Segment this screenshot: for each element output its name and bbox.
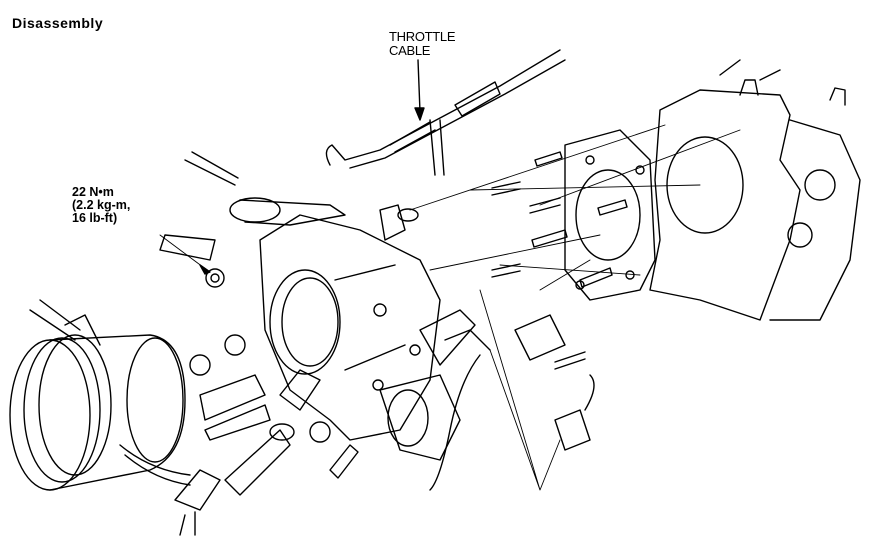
dashpot xyxy=(184,151,419,241)
throttle-cable xyxy=(325,49,566,176)
torque-line-3: 16 lb-ft) xyxy=(72,211,118,226)
manifold-gasket xyxy=(564,129,656,301)
throttle-cable-label-line1: THROTTLE xyxy=(389,29,456,44)
torque-line-1: 22 N•m xyxy=(72,185,114,199)
throttle-cable-label: THROTTLE CABLE xyxy=(389,29,456,58)
throttle-body xyxy=(259,214,476,461)
torque-line-2: (2.2 kg-m, xyxy=(72,198,131,213)
studs-bolts xyxy=(409,124,741,370)
torque-spec-label: 22 N•m (2.2 kg-m, 16 lb-ft) xyxy=(72,185,131,226)
diagram-title: Disassembly xyxy=(12,15,104,31)
hoses-clamps xyxy=(159,234,359,496)
intake-manifold xyxy=(649,59,861,321)
wiring-connectors xyxy=(174,289,595,536)
throttle-cable-label-line2: CABLE xyxy=(389,42,431,58)
air-intake-duct xyxy=(9,299,191,491)
